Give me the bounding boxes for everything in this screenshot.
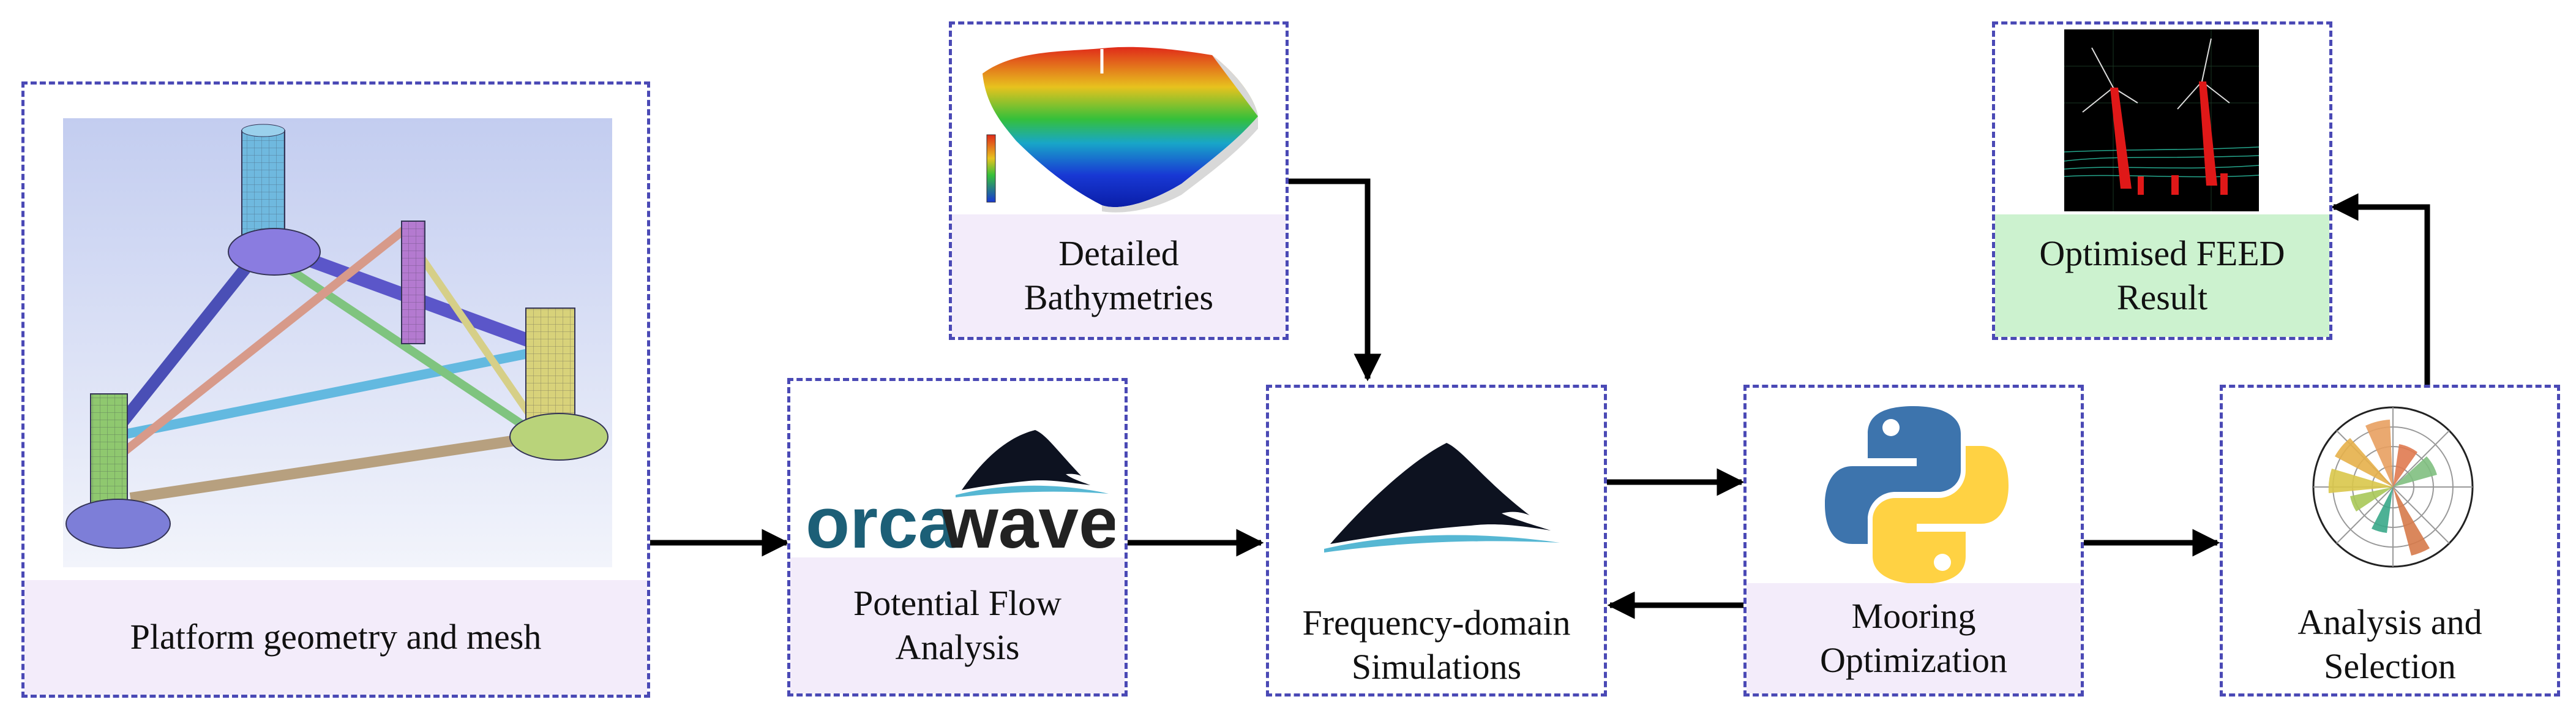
arrow-bathymetry-to-frequency [1289, 178, 1382, 382]
platform-label: Platform geometry and mesh [24, 580, 647, 695]
polar-rose-chart [2312, 406, 2474, 568]
floating-turbines-render [2064, 29, 2259, 211]
svg-text:wave: wave [942, 483, 1115, 559]
svg-text:orca: orca [806, 483, 959, 559]
arrow-analysis-to-feed [2331, 193, 2430, 385]
orcawave-logo: orca wave [806, 430, 1115, 559]
orcaflex-logo [1324, 443, 1560, 553]
platform-mesh-image [63, 118, 612, 567]
platform-geometry-box: Platform geometry and mesh [21, 81, 650, 698]
bathymetry-image [983, 47, 1258, 213]
python-logo [1825, 406, 2009, 595]
